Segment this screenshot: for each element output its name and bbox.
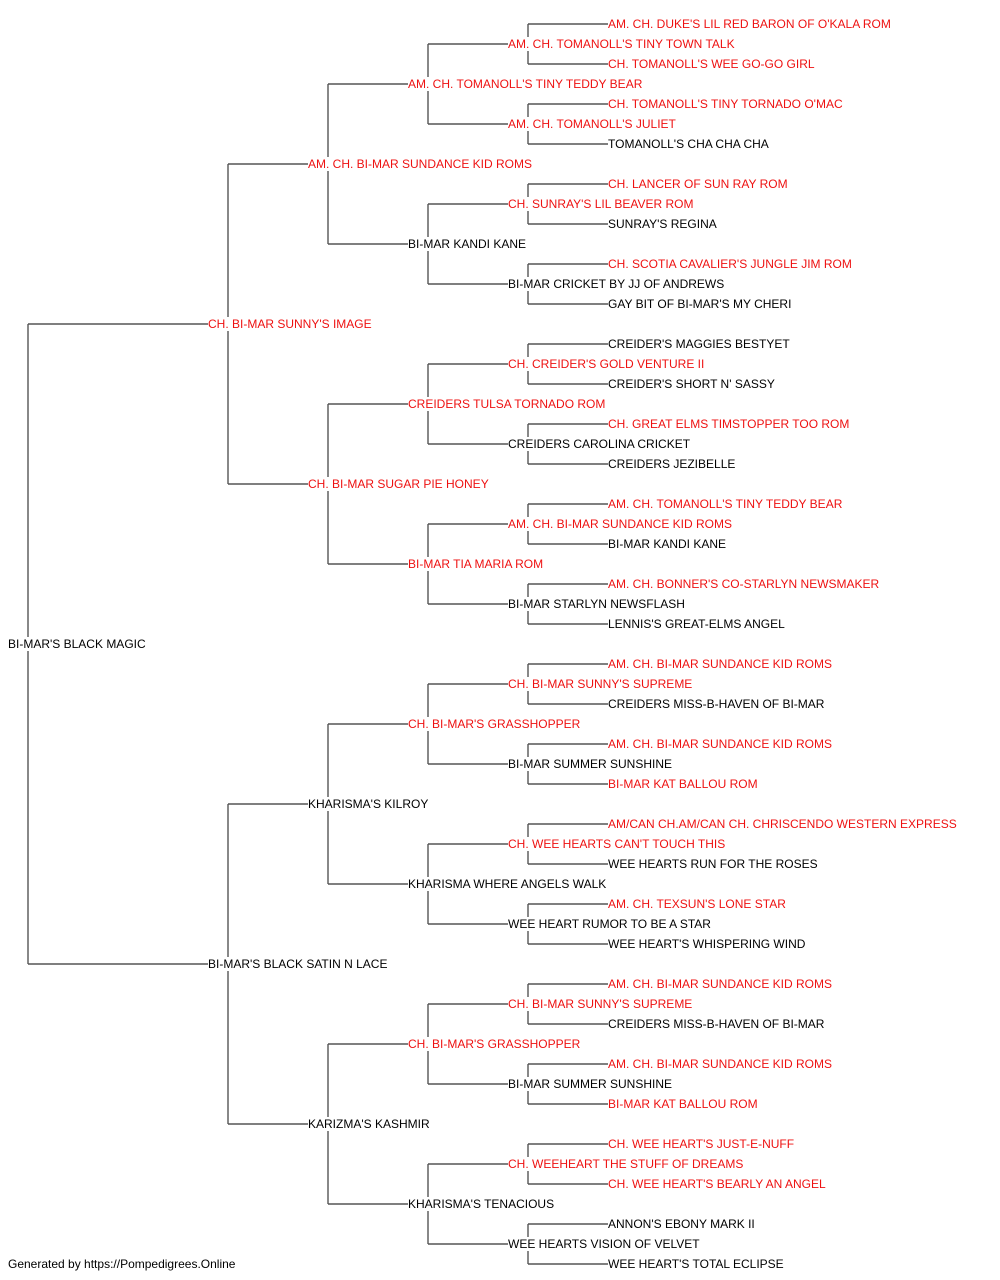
ancestor-name-gen5: CH. GREAT ELMS TIMSTOPPER TOO ROM xyxy=(608,417,850,431)
ancestor-name-gen4: WEE HEART RUMOR TO BE A STAR xyxy=(508,917,711,931)
subject-dog-name: BI-MAR'S BLACK MAGIC xyxy=(8,637,146,651)
ancestor-name-gen3: CH. BI-MAR'S GRASSHOPPER xyxy=(408,717,581,731)
ancestor-name-gen5: AM. CH. TOMANOLL'S TINY TEDDY BEAR xyxy=(608,497,843,511)
ancestor-name-gen5: CH. WEE HEART'S BEARLY AN ANGEL xyxy=(608,1177,826,1191)
ancestor-name-gen5: SUNRAY'S REGINA xyxy=(608,217,717,231)
ancestor-name-gen4: AM. CH. TOMANOLL'S TINY TOWN TALK xyxy=(508,37,735,51)
ancestor-name-gen5: CREIDER'S MAGGIES BESTYET xyxy=(608,337,790,351)
ancestor-name-gen5: AM. CH. BI-MAR SUNDANCE KID ROMS xyxy=(608,1057,833,1071)
ancestor-name-gen4: BI-MAR STARLYN NEWSFLASH xyxy=(508,597,685,611)
ancestor-name-gen5: BI-MAR KAT BALLOU ROM xyxy=(608,777,758,791)
ancestor-name-gen4: BI-MAR SUMMER SUNSHINE xyxy=(508,1077,673,1091)
ancestor-name-gen5: CH. SCOTIA CAVALIER'S JUNGLE JIM ROM xyxy=(608,257,852,271)
ancestor-name-gen4: CH. CREIDER'S GOLD VENTURE II xyxy=(508,357,705,371)
ancestor-name-gen4: CH. WEE HEARTS CAN'T TOUCH THIS xyxy=(508,837,726,851)
ancestor-name-gen5: AM. CH. BONNER'S CO-STARLYN NEWSMAKER xyxy=(608,577,880,591)
ancestor-name-gen4: WEE HEARTS VISION OF VELVET xyxy=(508,1237,700,1251)
ancestor-name-gen5: CREIDERS MISS-B-HAVEN OF BI-MAR xyxy=(608,697,825,711)
ancestor-name-gen5: CH. WEE HEART'S JUST-E-NUFF xyxy=(608,1137,795,1151)
ancestor-name-gen5: AM. CH. BI-MAR SUNDANCE KID ROMS xyxy=(608,657,833,671)
ancestor-name-gen5: AM. CH. BI-MAR SUNDANCE KID ROMS xyxy=(608,977,833,991)
ancestor-name-gen5: AM/CAN CH.AM/CAN CH. CHRISCENDO WESTERN … xyxy=(608,817,957,831)
ancestor-name-gen2: AM. CH. BI-MAR SUNDANCE KID ROMS xyxy=(308,157,533,171)
ancestor-name-gen5: CREIDER'S SHORT N' SASSY xyxy=(608,377,775,391)
ancestor-name-gen5: WEE HEART'S TOTAL ECLIPSE xyxy=(608,1257,784,1271)
ancestor-name-gen3: CH. BI-MAR'S GRASSHOPPER xyxy=(408,1037,581,1051)
ancestor-name-gen3: BI-MAR KANDI KANE xyxy=(408,237,527,251)
ancestor-name-gen4: CH. BI-MAR SUNNY'S SUPREME xyxy=(508,677,693,691)
ancestor-name-gen5: ANNON'S EBONY MARK II xyxy=(608,1217,755,1231)
ancestor-name-gen4: AM. CH. TOMANOLL'S JULIET xyxy=(508,117,676,131)
ancestor-name-gen5: GAY BIT OF BI-MAR'S MY CHERI xyxy=(608,297,792,311)
ancestor-name-gen2: CH. BI-MAR SUGAR PIE HONEY xyxy=(308,477,489,491)
ancestor-name-gen4: CH. SUNRAY'S LIL BEAVER ROM xyxy=(508,197,694,211)
ancestor-name-gen5: LENNIS'S GREAT-ELMS ANGEL xyxy=(608,617,785,631)
ancestor-name-gen5: TOMANOLL'S CHA CHA CHA xyxy=(608,137,769,151)
ancestor-name-gen4: CH. BI-MAR SUNNY'S SUPREME xyxy=(508,997,693,1011)
ancestor-name-gen5: CH. LANCER OF SUN RAY ROM xyxy=(608,177,788,191)
ancestor-name-gen5: AM. CH. BI-MAR SUNDANCE KID ROMS xyxy=(608,737,833,751)
ancestor-name-gen1: BI-MAR'S BLACK SATIN N LACE xyxy=(208,957,388,971)
ancestor-name-gen3: AM. CH. TOMANOLL'S TINY TEDDY BEAR xyxy=(408,77,643,91)
ancestor-name-gen5: CH. TOMANOLL'S WEE GO-GO GIRL xyxy=(608,57,815,71)
ancestor-name-gen3: KHARISMA WHERE ANGELS WALK xyxy=(408,877,607,891)
ancestor-name-gen5: AM. CH. TEXSUN'S LONE STAR xyxy=(608,897,786,911)
ancestor-name-gen5: CREIDERS MISS-B-HAVEN OF BI-MAR xyxy=(608,1017,825,1031)
ancestor-name-gen5: BI-MAR KANDI KANE xyxy=(608,537,727,551)
ancestor-name-gen2: KHARISMA'S KILROY xyxy=(308,797,429,811)
ancestor-name-gen5: BI-MAR KAT BALLOU ROM xyxy=(608,1097,758,1111)
ancestor-name-gen5: CREIDERS JEZIBELLE xyxy=(608,457,736,471)
ancestor-name-gen4: CREIDERS CAROLINA CRICKET xyxy=(508,437,691,451)
ancestor-name-gen2: KARIZMA'S KASHMIR xyxy=(308,1117,430,1131)
ancestor-name-gen1: CH. BI-MAR SUNNY'S IMAGE xyxy=(208,317,372,331)
ancestor-name-gen5: AM. CH. DUKE'S LIL RED BARON OF O'KALA R… xyxy=(608,17,891,31)
ancestor-name-gen4: BI-MAR SUMMER SUNSHINE xyxy=(508,757,673,771)
footer-credit: Generated by https://Pompedigrees.Online xyxy=(8,1257,236,1271)
ancestor-name-gen5: WEE HEARTS RUN FOR THE ROSES xyxy=(608,857,818,871)
ancestor-name-gen3: KHARISMA'S TENACIOUS xyxy=(408,1197,555,1211)
ancestor-name-gen4: BI-MAR CRICKET BY JJ OF ANDREWS xyxy=(508,277,725,291)
ancestor-name-gen3: CREIDERS TULSA TORNADO ROM xyxy=(408,397,606,411)
ancestor-name-gen3: BI-MAR TIA MARIA ROM xyxy=(408,557,544,571)
ancestor-name-gen4: CH. WEEHEART THE STUFF OF DREAMS xyxy=(508,1157,744,1171)
ancestor-name-gen4: AM. CH. BI-MAR SUNDANCE KID ROMS xyxy=(508,517,733,531)
ancestor-name-gen5: WEE HEART'S WHISPERING WIND xyxy=(608,937,806,951)
ancestor-name-gen5: CH. TOMANOLL'S TINY TORNADO O'MAC xyxy=(608,97,843,111)
